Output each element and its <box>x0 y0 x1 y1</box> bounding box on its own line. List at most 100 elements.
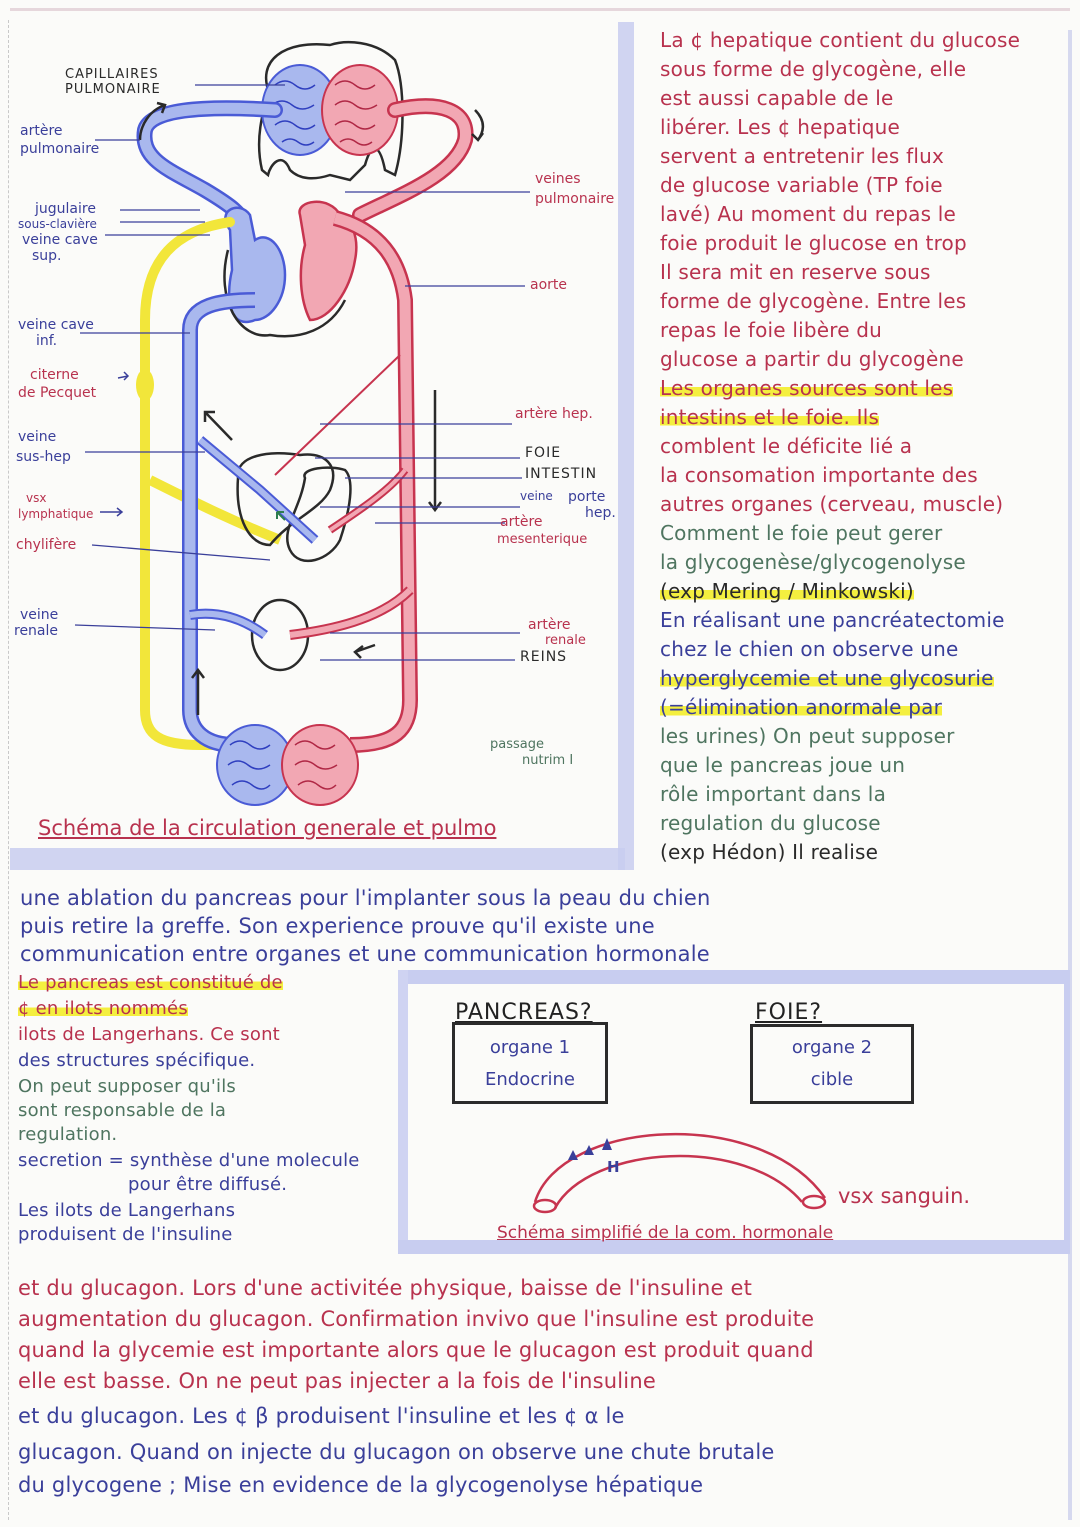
label-veine-porte-2: porte <box>568 489 606 505</box>
note-line: quand la glycemie est importante alors q… <box>18 1338 814 1362</box>
note-line: lavé) Au moment du repas le <box>660 202 957 226</box>
label-artere-renale-1: artère <box>528 617 571 633</box>
foie-title: FOIE? <box>755 1000 823 1025</box>
note-line: chez le chien on observe une <box>660 637 959 661</box>
note-line: sont responsable de la <box>18 1100 227 1121</box>
note-line: comblent le déficite lié a <box>660 434 913 458</box>
label-veine-cave-sup: veine cave <box>22 232 98 248</box>
label-intestin: INTESTIN <box>525 466 598 482</box>
pancreas-title: PANCREAS? <box>455 1000 593 1025</box>
label-sup: sup. <box>32 248 62 264</box>
right-notes: La ¢ hepatique contient du glucose sous … <box>660 28 1070 878</box>
note-line: rôle important dans la <box>660 782 887 806</box>
schema2-caption: Schéma simplifié de la com. hormonale <box>497 1223 834 1243</box>
label-citerne-2: de Pecquet <box>18 385 97 401</box>
note-line: est aussi capable de le <box>660 86 894 110</box>
note-line: sous forme de glycogène, elle <box>660 57 967 81</box>
label-passage-1: passage <box>490 737 544 752</box>
note-line: regulation du glucose <box>660 811 881 835</box>
note-line: regulation. <box>18 1124 118 1145</box>
label-capillaires: CAPILLAIRES <box>65 67 159 82</box>
label-reins: REINS <box>520 649 568 665</box>
foie-line2: cible <box>810 1069 854 1090</box>
label-veine-renale-2: renale <box>14 623 59 639</box>
note-line-highlighted: Les organes sources sont les <box>660 376 954 400</box>
label-chyliferes: chylifère <box>16 537 77 553</box>
note-line: glucose a partir du glycogène <box>660 347 964 371</box>
note-line-highlighted: ¢ en ilots nommés <box>18 998 188 1019</box>
lungs-outline <box>257 40 404 182</box>
note-line: du glycogene ; Mise en evidence de la gl… <box>18 1473 704 1497</box>
label-veine-sus-hep-1: veine <box>18 429 57 445</box>
label-sous-claviere: sous-clavière <box>18 217 97 231</box>
label-pulmonaire: PULMONAIRE <box>65 82 161 97</box>
note-line: Les ilots de Langerhans <box>18 1200 236 1221</box>
note-line: pour être diffusé. <box>128 1174 288 1195</box>
note-line: On peut supposer qu'ils <box>18 1076 236 1097</box>
label-artere-mesenterique-2: mesenterique <box>497 532 588 547</box>
label-artere-pulmonaire-1: artère <box>20 123 63 139</box>
note-line: augmentation du glucagon. Confirmation i… <box>18 1307 815 1331</box>
note-line: communication entre organes et une commu… <box>20 942 710 966</box>
foie-line1: organe 2 <box>791 1037 873 1058</box>
diagram-caption: Schéma de la circulation generale et pul… <box>38 816 497 840</box>
page-top-border <box>10 8 1070 11</box>
label-veine-cave-inf-2: inf. <box>36 333 58 349</box>
note-line: les urines) On peut supposer <box>660 724 955 748</box>
note-line: servent a entretenir les flux <box>660 144 944 168</box>
pancreas-line2: Endocrine <box>485 1069 575 1090</box>
note-line: produisent de l'insuline <box>18 1224 233 1245</box>
note-line: ilots de Langerhans. Ce sont <box>18 1024 280 1045</box>
note-line: (exp Hédon) Il realise <box>660 840 879 864</box>
label-veine-porte-3: hep. <box>585 505 616 521</box>
label-vsx-1: vsx <box>26 491 47 505</box>
label-veines-pulmonaire-2: pulmonaire <box>535 191 615 207</box>
label-veine-porte-1: veine <box>520 489 553 503</box>
label-veines-pulmonaire-1: veines <box>535 171 581 187</box>
blue-frame-left <box>398 970 408 1250</box>
note-line-highlighted: intestins et le foie. Ils <box>660 405 880 429</box>
page-left-margin <box>8 20 9 1520</box>
label-aorte: aorte <box>530 277 568 293</box>
circulation-diagram <box>74 40 530 806</box>
note-line: puis retire la greffe. Son experience pr… <box>20 914 655 938</box>
blue-frame-bottom-2 <box>398 1240 1068 1254</box>
note-line: une ablation du pancreas pour l'implante… <box>20 886 711 910</box>
blood-vessel-diagram <box>532 1133 827 1214</box>
note-line: glucagon. Quand on injecte du glucagon o… <box>18 1440 775 1464</box>
note-line: et du glucagon. Lors d'une activitée phy… <box>18 1276 753 1300</box>
label-veine-sus-hep-2: sus-hep <box>16 449 71 465</box>
label-jugulaire: jugulaire <box>35 201 96 217</box>
page-right-edge <box>1068 30 1072 1520</box>
blue-frame-right <box>1064 970 1070 1254</box>
blue-frame-divider <box>618 22 634 870</box>
note-line: que le pancreas joue un <box>660 753 906 777</box>
label-foie: FOIE <box>525 445 562 461</box>
pancreas-line1: organe 1 <box>489 1037 571 1058</box>
label-artere-renale-2: renale <box>545 633 586 648</box>
blue-frame-top <box>398 970 1068 984</box>
note-line-highlighted: Le pancreas est constitué de <box>18 972 283 993</box>
note-line: libérer. Les ¢ hepatique <box>660 115 901 139</box>
note-line: La ¢ hepatique contient du glucose <box>660 28 1021 52</box>
foie-box: organe 2 cible <box>750 1024 914 1104</box>
label-veine-cave-inf-1: veine cave <box>18 317 94 333</box>
label-artere-mesenterique-1: artère <box>500 514 543 530</box>
note-line: la glycogenèse/glycogenolyse <box>660 550 966 574</box>
label-vsx-2: lymphatique <box>18 507 94 521</box>
note-line: repas le foie libère du <box>660 318 883 342</box>
note-line: et du glucagon. Les ¢ β produisent l'ins… <box>18 1404 625 1428</box>
note-line: des structures spécifique. <box>18 1050 256 1071</box>
note-line: elle est basse. On ne peut pas injecter … <box>18 1369 656 1393</box>
vessel-label: vsx sanguin. <box>838 1184 971 1208</box>
note-line: de glucose variable (TP foie <box>660 173 943 197</box>
label-citerne-1: citerne <box>30 367 79 383</box>
note-line: Comment le foie peut gerer <box>660 521 943 545</box>
label-veine-renale-1: veine <box>20 607 59 623</box>
note-line: Il sera mit en reserve sous <box>660 260 931 284</box>
note-line-highlighted: hyperglycemie et une glycosurie <box>660 666 994 690</box>
hormone-label: H <box>607 1158 620 1176</box>
label-passage-2: nutrim I <box>522 753 574 768</box>
label-artere-pulmonaire-2: pulmonaire <box>20 141 100 157</box>
